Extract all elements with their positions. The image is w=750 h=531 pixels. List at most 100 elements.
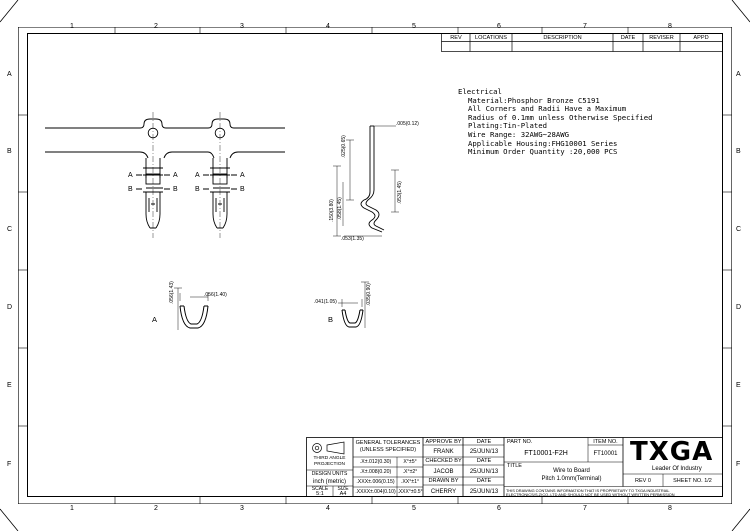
disclaimer-line: ELECTRONICS(S.Z)CO.,LTD AND SHOULD NOT B… xyxy=(506,492,675,497)
zone-row-label: B xyxy=(7,148,12,155)
zone-row-label: B xyxy=(736,148,741,155)
zone-column-label: 4 xyxy=(326,505,330,512)
date-value: 25/JUN/13 xyxy=(469,468,499,475)
item-no-label: ITEM NO. xyxy=(593,438,618,445)
date-header: DATE xyxy=(620,34,636,41)
design-units-label: DESIGN UNITS xyxy=(311,471,348,477)
note-line: Plating:Tin-Plated xyxy=(468,121,548,131)
dim-side-top: .005(0.12) xyxy=(396,121,419,127)
dim-side-mid: .058(1.45) xyxy=(337,197,343,220)
zone-column-label: 4 xyxy=(326,23,330,30)
date-label: DATE xyxy=(476,478,492,484)
tolerance-angular: .X°±2° xyxy=(402,469,418,475)
zone-column-label: 5 xyxy=(412,23,416,30)
zone-row-label: D xyxy=(736,304,742,311)
tolerance-linear: .XXXX±.004(0.10) xyxy=(355,489,396,495)
zone-row-label: A xyxy=(736,71,741,78)
dim-side-bottom: .053(1.35) xyxy=(341,236,364,242)
note-line: Radius of 0.1mm unless Otherwise Specifi… xyxy=(468,112,653,122)
zone-column-label: 3 xyxy=(240,23,244,30)
item-no-value: FT10001 xyxy=(593,451,618,457)
title-line-1: Wire to Board xyxy=(553,468,590,474)
zone-column-label: 1 xyxy=(70,505,74,512)
part-no-value: FT10001-F2H xyxy=(524,450,568,457)
zone-column-label: 5 xyxy=(412,505,416,512)
projection-label: THIRD ANGLE xyxy=(313,456,346,461)
tolerance-angular: .XXX°±0.5° xyxy=(397,489,423,495)
scale-value: 5:1 xyxy=(316,491,324,497)
tolerance-angular: .XX°±1° xyxy=(400,479,420,485)
design-units-value: inch (metric) xyxy=(312,479,346,485)
note-line: All Corners and Radii Have a Maximum xyxy=(468,104,627,114)
scale-label: SCALE xyxy=(311,486,329,492)
size-value: A4 xyxy=(339,491,347,497)
zone-row-label: C xyxy=(736,226,742,233)
section-marker: A xyxy=(173,172,178,179)
zone-column-label: 6 xyxy=(497,23,501,30)
tolerances-title: GENERAL TOLERANCES xyxy=(355,440,421,446)
zone-column-label: 2 xyxy=(154,23,158,30)
date-value: 25/JUN/13 xyxy=(469,448,499,455)
tolerances-subtitle: (UNLESS SPECIFIED) xyxy=(359,447,417,453)
zone-row-label: A xyxy=(7,71,12,78)
dim-view-a-width: .056(1.40) xyxy=(204,292,227,298)
material-notes: Electrical Material:Phosphor Bronze C519… xyxy=(458,87,653,157)
company-logo: TXGA xyxy=(630,437,714,467)
size-label: SIZE xyxy=(337,486,349,492)
rev-header: REV xyxy=(450,34,462,41)
disclaimer-line: THIS DRAWING CONTAINS INFORMATION THAT I… xyxy=(506,487,670,493)
section-marker: A xyxy=(195,172,200,179)
section-marker: B xyxy=(195,186,200,193)
section-marker: A xyxy=(128,172,133,179)
zone-row-label: D xyxy=(7,304,13,311)
approve-by-value: FRANK xyxy=(433,448,454,455)
dim-side-right: .053(1.45) xyxy=(397,181,403,204)
tolerance-angular: X°±5° xyxy=(403,459,417,465)
drawn-by-value: CHERRY xyxy=(430,488,457,495)
checked-by-label: CHECKED BY xyxy=(425,458,462,464)
note-line: Minimum Order Quantity :20,000 PCS xyxy=(468,147,618,157)
section-marker: B xyxy=(173,186,178,193)
zone-row-label: F xyxy=(7,461,12,468)
zone-column-label: 8 xyxy=(668,505,672,512)
drawn-by-label: DRAWN BY xyxy=(428,478,459,484)
view-b-label: B xyxy=(328,315,334,324)
section-marker: B xyxy=(240,186,245,193)
zone-row-label: F xyxy=(736,461,741,468)
rev-value: REV 0 xyxy=(635,477,651,484)
zone-column-label: 3 xyxy=(240,505,244,512)
note-line: Applicable Housing:FHG10001 Series xyxy=(468,138,618,148)
dim-view-b-height: .035(0.90) xyxy=(366,283,372,306)
zone-column-label: 8 xyxy=(668,23,672,30)
zone-column-label: 7 xyxy=(583,505,587,512)
zone-column-label: 2 xyxy=(154,505,158,512)
note-line: Material:Phosphor Bronze C5191 xyxy=(468,95,600,105)
tolerance-linear: .XXX±.006(0.15) xyxy=(356,479,395,485)
section-marker: A xyxy=(240,172,245,179)
zone-column-label: 1 xyxy=(70,23,74,30)
zone-row-label: E xyxy=(7,382,12,389)
dim-side-total: .150(3.80) xyxy=(329,199,335,222)
locations-header: LOCATIONS xyxy=(475,34,507,41)
dim-view-b-width: .041(1.05) xyxy=(314,299,337,305)
zone-column-label: 6 xyxy=(497,505,501,512)
dim-side-upper: .025(0.65) xyxy=(341,135,347,158)
appd-header: APPD xyxy=(693,34,709,41)
date-label: DATE xyxy=(476,458,492,464)
tolerance-linear: .X±.012(0.30) xyxy=(359,459,392,465)
checked-by-value: JACOB xyxy=(433,468,454,475)
title-line-2: Pitch 1.0mm(Terminal) xyxy=(541,476,602,482)
part-no-label: PART NO. xyxy=(507,438,533,445)
approve-by-label: APPROVE BY xyxy=(425,438,462,445)
note-line: Wire Range: 32AWG~28AWG xyxy=(468,129,570,139)
title-label: TITLE xyxy=(507,463,522,469)
section-marker: B xyxy=(128,186,133,193)
date-value: 25/JUN/13 xyxy=(469,488,499,495)
reviser-header: REVISER xyxy=(649,34,674,41)
projection-label: PROJECTION xyxy=(314,462,345,467)
zone-row-label: C xyxy=(7,226,13,233)
zone-column-label: 7 xyxy=(583,23,587,30)
tolerance-linear: .X±.008(0.20) xyxy=(359,469,392,475)
